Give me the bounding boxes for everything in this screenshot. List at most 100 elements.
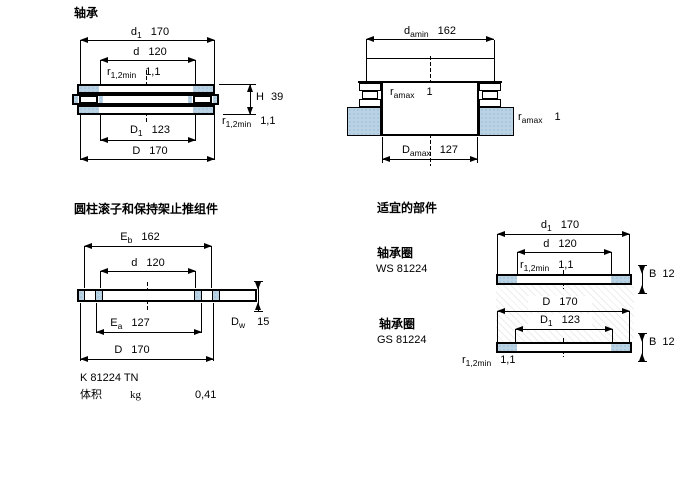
dim-line-D <box>80 156 215 162</box>
washer-section <box>479 83 501 91</box>
arrowhead-up <box>246 84 253 92</box>
gs-designation: GS 81224 <box>377 334 427 346</box>
dim-value: 120 <box>146 257 165 269</box>
dim-symbol: d <box>543 238 550 250</box>
dim-symbol: D <box>129 124 138 136</box>
dim-symbol: r <box>222 115 226 127</box>
extension-line <box>214 115 215 160</box>
dim-subscript: amin <box>410 29 429 40</box>
bearing-section-title: 轴承 <box>74 6 99 20</box>
dim-symbol: B <box>649 336 657 348</box>
extension-line <box>497 235 498 274</box>
dim-value: 1,1 <box>558 259 574 271</box>
dim-line-d1-ws <box>497 231 630 237</box>
cage-band-right-edge <box>255 289 257 302</box>
washer-section <box>359 99 381 107</box>
gs-washer-label: 轴承圈 <box>379 317 416 331</box>
roller-section-left <box>79 95 98 104</box>
extension-line <box>201 303 202 333</box>
dim-end-bar <box>638 361 647 362</box>
arrowhead-right <box>604 249 612 255</box>
arrowhead-left <box>80 156 88 162</box>
ws-washer-label: 轴承圈 <box>377 246 414 260</box>
arrowhead-up <box>639 353 645 361</box>
washer-hatch-left <box>79 107 99 113</box>
dim-value: 170 <box>559 296 578 308</box>
washer-hatch-right <box>611 344 630 351</box>
arrowhead-right <box>194 329 202 335</box>
dim-line-d-ws <box>517 249 612 255</box>
extension-line <box>211 247 212 288</box>
dim-symbol: E <box>120 231 128 243</box>
extension-line <box>497 312 498 342</box>
dim-line-D1 <box>100 137 196 143</box>
arrowhead-left <box>366 36 374 42</box>
dim-value: 120 <box>558 238 577 250</box>
arrowhead-right <box>486 36 494 42</box>
cage-hatch <box>213 96 217 103</box>
dim-value: 123 <box>151 124 171 136</box>
dim-value: 170 <box>560 219 580 231</box>
mass-unit: kg <box>130 389 141 401</box>
dim-value: 127 <box>439 144 459 156</box>
arrowhead-right <box>206 356 214 362</box>
extension-line <box>195 115 196 141</box>
roller-section <box>482 91 498 99</box>
dim-line-D1-gs <box>515 326 613 332</box>
dim-value: 1 <box>554 111 561 123</box>
roller-section-right <box>193 95 212 104</box>
arrowhead-right <box>204 243 212 249</box>
roller-section <box>362 91 378 99</box>
dim-symbol: d <box>404 25 411 37</box>
arrowhead-right <box>622 308 630 314</box>
dim-end-bar <box>638 293 647 294</box>
arrowhead-left <box>382 156 390 162</box>
arrowhead-right <box>622 231 630 237</box>
dim-line-Damax <box>382 156 478 162</box>
dim-value: 162 <box>141 231 160 243</box>
dim-label-d1-ws: d1 170 <box>528 219 592 235</box>
extension-line <box>629 235 630 274</box>
dim-value: 1,1 <box>260 115 276 127</box>
arrowhead-right <box>207 156 215 162</box>
dim-subscript: w <box>238 320 246 331</box>
dim-value: 170 <box>150 26 170 38</box>
dim-end-bar <box>254 311 263 312</box>
dim-value: 1 <box>426 86 433 98</box>
arrowhead-left <box>80 37 88 43</box>
housing-hatch-right <box>479 107 514 136</box>
dim-line-B-ws <box>642 265 643 294</box>
dim-symbol: D <box>231 316 239 328</box>
arrowhead-left <box>517 249 525 255</box>
arrowhead-right <box>188 268 196 274</box>
extension-line <box>84 247 85 288</box>
dim-symbol: d <box>540 219 548 231</box>
dim-line-Ea <box>96 329 202 335</box>
dim-label-d-ws: d 120 <box>532 238 588 254</box>
shaft-washer-section <box>77 84 215 94</box>
dim-line-d <box>100 268 196 274</box>
dim-subscript: 1 <box>547 223 552 234</box>
dim-subscript: 1 <box>547 318 553 329</box>
extension-line <box>100 115 101 141</box>
cage-hatch <box>188 96 192 103</box>
dim-symbol: D <box>132 145 141 157</box>
ws-washer-rect <box>496 274 632 285</box>
bearing-top-edge <box>358 81 502 83</box>
extension-line <box>80 41 81 84</box>
dim-symbol: H <box>256 91 264 103</box>
extension-line <box>223 114 256 115</box>
washer-hatch-left <box>79 86 99 92</box>
arrowhead-left <box>100 57 108 63</box>
abutment-hatch <box>496 285 634 342</box>
extension-line <box>612 330 613 342</box>
dim-symbol: B <box>649 268 657 280</box>
